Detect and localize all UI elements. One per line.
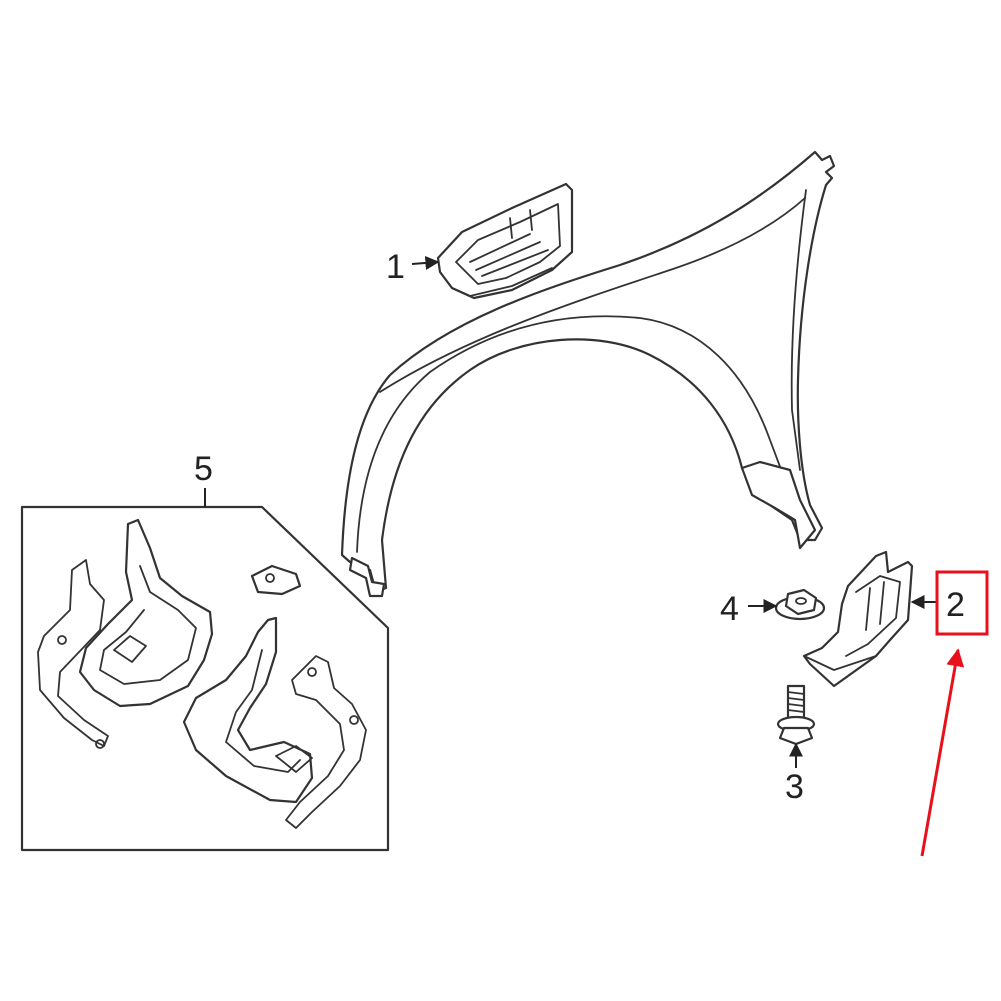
flap-clip <box>250 564 302 596</box>
nut-bore <box>795 597 807 605</box>
fender-outline <box>340 150 836 594</box>
mud-flap-left-clip <box>113 635 147 663</box>
callout-5: 5 <box>194 450 213 488</box>
bolt-shank <box>786 684 806 720</box>
mud-flap-left-rib <box>99 565 197 685</box>
callout-2: 2 <box>946 586 965 624</box>
mud-flap-right-rib <box>225 649 301 773</box>
callout-1: 1 <box>386 248 405 286</box>
mud-flap-right <box>182 616 314 804</box>
flap-bracket-right-holes <box>307 667 359 725</box>
part-3-bolt <box>776 684 816 746</box>
mud-flap-left <box>78 518 214 708</box>
flap-bracket-right <box>285 655 367 829</box>
nut-hex <box>784 588 818 616</box>
part-5-mud-flap-kit <box>20 505 390 852</box>
part-4-nut <box>774 588 826 621</box>
callout-3: 3 <box>785 768 804 806</box>
bolt-head <box>778 726 814 746</box>
shield-inner-rib <box>845 575 901 657</box>
fender-arch-line <box>356 315 786 553</box>
fender-lower-tab <box>740 460 817 550</box>
fender-panel <box>340 150 836 598</box>
mud-flap-right-clip <box>275 745 313 773</box>
part-1-side-vent <box>436 182 574 300</box>
vent-slats <box>469 209 549 277</box>
flap-clip-hole <box>265 573 275 583</box>
flap-bracket-left-holes <box>57 635 105 749</box>
red-pointer-arrow <box>920 648 965 857</box>
part-2-splash-shield <box>802 550 914 688</box>
kit-box <box>20 505 390 852</box>
shield-lower-flange <box>803 655 877 671</box>
fender-front-tab <box>348 556 386 598</box>
vent-lower-lip <box>451 267 553 297</box>
flap-bracket-left <box>37 559 109 747</box>
bolt-thread <box>787 691 805 713</box>
vent-body <box>436 182 574 300</box>
fender-crease <box>379 197 806 393</box>
callout-4: 4 <box>720 590 739 628</box>
leader-1 <box>411 255 440 270</box>
fender-rear-flange <box>790 189 807 471</box>
vent-inner-frame <box>455 203 561 285</box>
callout-2-highlight-box <box>935 570 989 636</box>
